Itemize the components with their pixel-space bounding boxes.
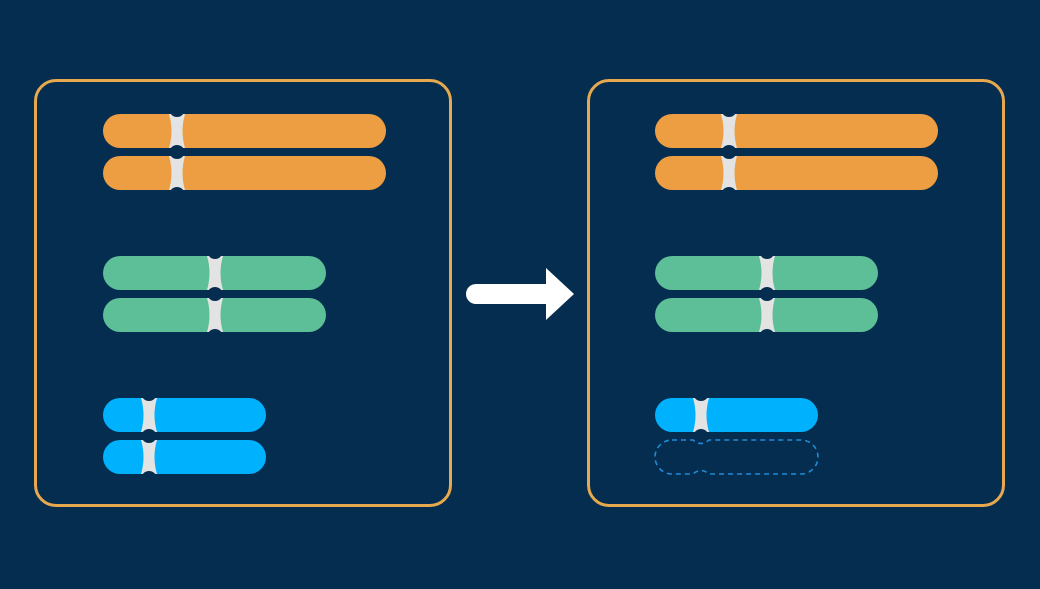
centromere-notch [722,147,736,159]
centromere-notch [722,187,736,199]
arrow-shape [466,268,574,320]
centromere-notch [208,289,222,301]
missing-chromosome-outline [654,439,819,475]
centromere [141,440,157,474]
centromere-notch [760,247,774,259]
chromosome [655,389,818,441]
missing-chromosome [654,439,819,475]
chromosome-arm [655,398,818,432]
centromere-notch [694,389,708,401]
chromosome [655,147,938,199]
centromere [759,298,775,332]
chromosome [655,289,878,341]
chromosome-arm [103,156,386,190]
chromosome-arm [103,114,386,148]
centromere [207,298,223,332]
right-arrow-icon [466,266,576,322]
chromosome [103,147,386,199]
centromere-notch [694,429,708,441]
centromere [693,398,709,432]
centromere-notch [170,187,184,199]
centromere [141,398,157,432]
centromere-notch [142,389,156,401]
centromere-notch [208,247,222,259]
centromere [207,256,223,290]
chromosome-arm [103,440,266,474]
chromosome [655,247,878,299]
chromosome-arm [655,156,938,190]
centromere-notch [142,471,156,483]
centromere-notch [170,105,184,117]
centromere-notch [760,329,774,341]
karyotype-panel-before [34,79,452,507]
chromosome [103,289,326,341]
chromosome [655,105,938,157]
centromere [721,114,737,148]
centromere-notch [142,431,156,443]
centromere [169,114,185,148]
chromosome [103,247,326,299]
centromere-notch [760,289,774,301]
centromere [759,256,775,290]
centromere-notch [208,329,222,341]
chromosome-arm [655,114,938,148]
centromere [721,156,737,190]
chromosome [103,431,266,483]
chromosome [103,105,386,157]
centromere-notch [722,105,736,117]
centromere-notch [170,147,184,159]
karyotype-panel-after [587,79,1005,507]
chromosome [103,389,266,441]
centromere [169,156,185,190]
chromosome-arm [103,398,266,432]
